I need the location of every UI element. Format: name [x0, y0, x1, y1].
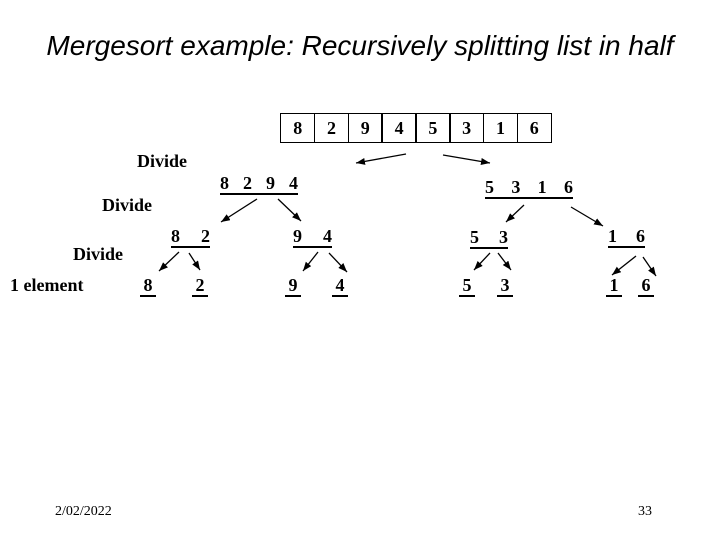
array-cell: 2 [313, 113, 350, 143]
arrow-8294-to-94 [277, 198, 302, 222]
node-16: 1 6 [608, 226, 645, 248]
node-5316: 5 3 1 6 [485, 177, 573, 199]
page-number: 33 [638, 504, 652, 519]
node-digit: 5 [485, 177, 494, 197]
label-divide-1: Divide [137, 151, 188, 171]
node-53: 5 3 [470, 227, 508, 249]
label-one-element: 1 element [10, 275, 84, 295]
node-digit: 4 [323, 226, 332, 246]
node-digit: 5 [470, 227, 479, 247]
node-digit: 1 [537, 177, 547, 197]
array-cell: 1 [482, 113, 519, 143]
arrow-53-to-3 [497, 252, 512, 271]
leaf-6: 6 [638, 276, 654, 297]
array-cell: 3 [448, 113, 485, 143]
arrow-5316-to-16 [570, 206, 604, 227]
node-digit: 1 [608, 226, 617, 246]
arrow-5316-to-53 [505, 204, 525, 223]
array-cell: 6 [516, 113, 552, 143]
input-array: 8 2 9 4 5 3 1 6 [280, 113, 552, 143]
array-cell: 8 [280, 113, 316, 143]
node-digit: 3 [511, 177, 521, 197]
array-cell: 5 [415, 113, 451, 143]
node-digit: 2 [243, 173, 252, 193]
arrow-53-to-5 [473, 252, 491, 271]
array-cell: 9 [347, 113, 383, 143]
leaf-3: 3 [497, 276, 513, 297]
arrow-82-to-8 [158, 251, 180, 272]
arrow-82-to-2 [188, 252, 201, 271]
node-digit: 9 [266, 173, 275, 193]
node-8294: 8 2 9 4 [220, 173, 298, 195]
arrow-94-to-9 [302, 251, 319, 272]
footer-date: 2/02/2022 [55, 504, 112, 519]
node-digit: 2 [201, 226, 210, 246]
label-divide-3: Divide [73, 244, 124, 264]
label-divide-2: Divide [102, 195, 153, 215]
node-digit: 8 [220, 173, 229, 193]
leaf-8: 8 [140, 276, 156, 297]
node-digit: 9 [293, 226, 302, 246]
leaf-4: 4 [332, 276, 348, 297]
node-digit: 3 [499, 227, 508, 247]
arrow-8294-to-82 [220, 198, 258, 223]
leaf-9: 9 [285, 276, 301, 297]
arrow-16-to-1 [611, 255, 637, 276]
leaf-5: 5 [459, 276, 475, 297]
arrow-array-to-left-half [355, 153, 407, 165]
node-digit: 6 [563, 177, 573, 197]
node-digit: 4 [289, 173, 298, 193]
node-digit: 6 [636, 226, 645, 246]
array-cell: 4 [381, 113, 417, 143]
leaf-2: 2 [192, 276, 208, 297]
node-94: 9 4 [293, 226, 332, 248]
node-digit: 8 [171, 226, 180, 246]
arrow-94-to-4 [328, 252, 348, 273]
slide-title: Mergesort example: Recursively splitting… [46, 30, 674, 61]
node-82: 8 2 [171, 226, 210, 248]
arrow-16-to-6 [642, 256, 657, 277]
arrow-array-to-right-half [442, 154, 491, 165]
leaf-1: 1 [606, 276, 622, 297]
